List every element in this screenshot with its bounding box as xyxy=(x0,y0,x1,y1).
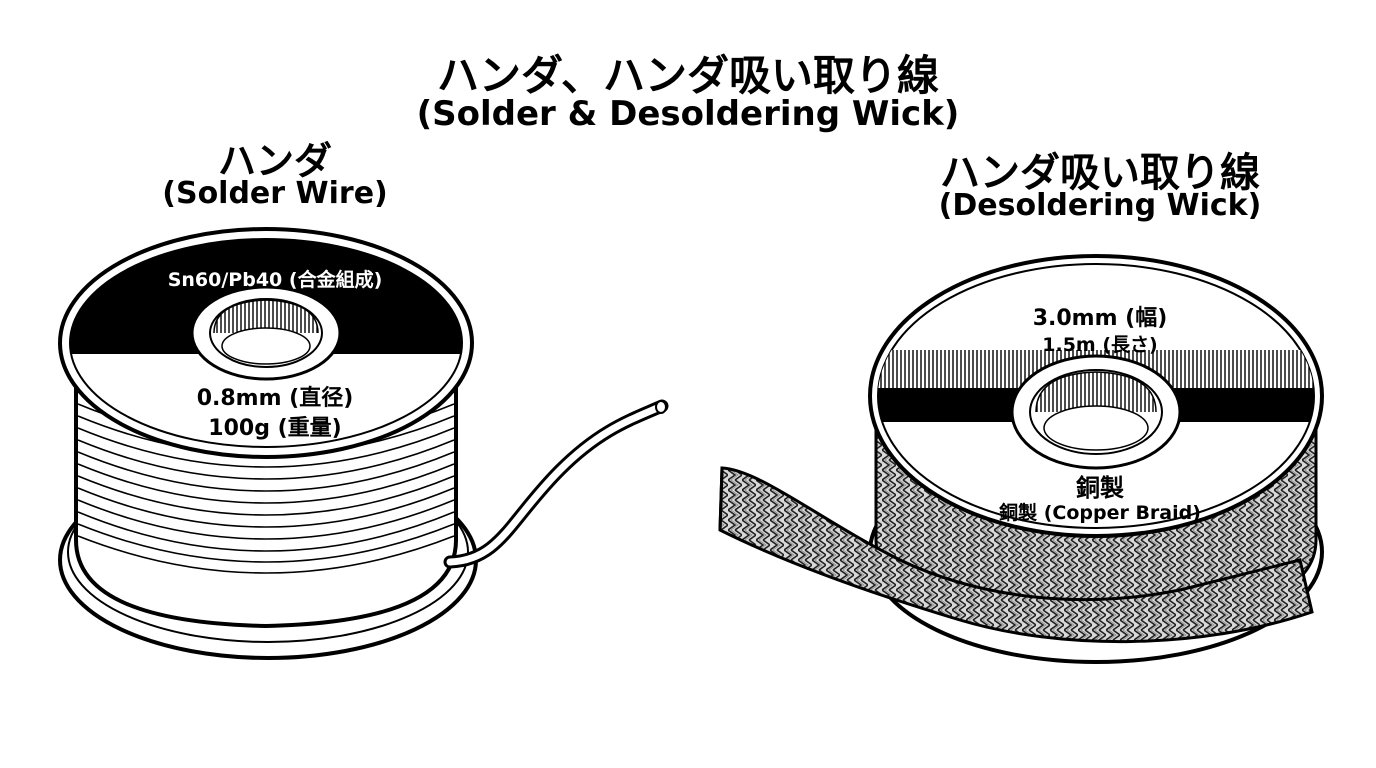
wick-title-en: (Desoldering Wick) xyxy=(938,188,1262,223)
solder-wire-end xyxy=(443,399,669,569)
wick-material-jp: 銅製 xyxy=(1076,474,1124,502)
wick-braid-strip xyxy=(718,466,1314,644)
solder-alloy-label: Sn60/Pb40 (合金組成) xyxy=(167,269,383,291)
solder-title-en: (Solder Wire) xyxy=(162,176,388,211)
solder-weight-label: 100g (重量) xyxy=(208,416,342,441)
wick-length-label: 1.5m (長さ) xyxy=(1042,334,1158,356)
wick-material-en: 銅製 (Copper Braid) xyxy=(999,502,1201,524)
solder-title-jp: ハンダ xyxy=(217,139,332,183)
main-title-en: (Solder & Desoldering Wick) xyxy=(416,94,960,134)
solder-spool xyxy=(58,227,669,660)
wick-spool xyxy=(718,254,1324,664)
wick-width-label: 3.0mm (幅) xyxy=(1032,306,1168,331)
wick-title-jp: ハンダ吸い取り線 xyxy=(940,150,1260,196)
main-title-jp: ハンダ、ハンダ吸い取り線 xyxy=(437,51,939,100)
solder-diameter-label: 0.8mm (直径) xyxy=(196,386,354,411)
